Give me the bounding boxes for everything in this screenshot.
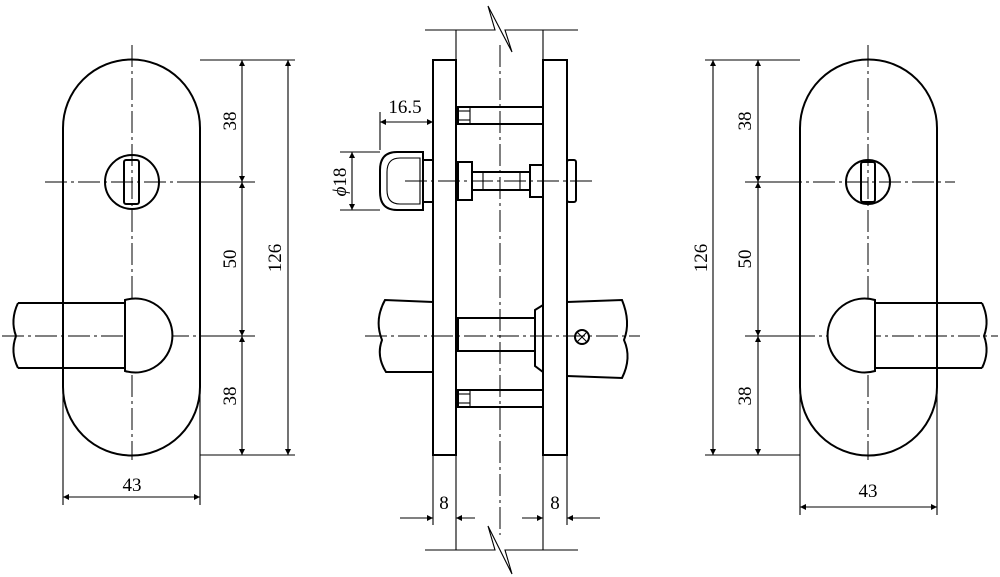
center-dim-plate-right: 8 bbox=[550, 493, 560, 514]
left-dim-bottom: 38 bbox=[220, 387, 241, 406]
door-section-lines bbox=[425, 5, 578, 575]
center-screws bbox=[457, 106, 544, 408]
right-view: 126 38 50 38 43 bbox=[691, 45, 998, 515]
left-view: 38 50 38 126 43 bbox=[2, 45, 295, 505]
diameter-symbol: ϕ bbox=[330, 186, 351, 196]
center-dim-diameter: 18 bbox=[330, 168, 351, 187]
center-thumbturn-spindle bbox=[405, 159, 595, 203]
right-dim-width: 43 bbox=[859, 481, 878, 502]
left-dim-top: 38 bbox=[220, 112, 241, 131]
center-dim-rod: 16.5 bbox=[388, 97, 421, 118]
right-lever-handle bbox=[826, 297, 988, 374]
center-plates bbox=[432, 59, 568, 456]
left-lever-handle bbox=[12, 297, 174, 374]
left-dim-width: 43 bbox=[123, 475, 142, 496]
right-dim-middle: 50 bbox=[735, 250, 756, 269]
center-dim-plate-left: 8 bbox=[439, 493, 449, 514]
right-dim-total: 126 bbox=[691, 244, 712, 273]
center-dimensions: 16.5 ϕ18 8 8 bbox=[330, 97, 600, 525]
left-dim-total: 126 bbox=[265, 244, 286, 273]
left-backplate bbox=[62, 58, 201, 457]
center-view: 16.5 ϕ18 8 8 bbox=[330, 5, 640, 575]
right-backplate bbox=[799, 58, 938, 457]
right-thumbturn bbox=[845, 159, 891, 205]
center-handles bbox=[365, 298, 640, 380]
center-dim-diameter-group: ϕ18 bbox=[330, 168, 351, 197]
right-center-lines bbox=[760, 45, 998, 460]
right-dim-bottom: 38 bbox=[735, 387, 756, 406]
right-dimensions: 126 38 50 38 43 bbox=[691, 59, 938, 515]
center-thumbturn-knob bbox=[379, 151, 433, 211]
left-keyhole bbox=[104, 154, 160, 210]
left-dimensions: 38 50 38 126 43 bbox=[62, 59, 295, 505]
left-dim-middle: 50 bbox=[220, 250, 241, 269]
left-center-lines bbox=[2, 45, 215, 460]
right-dim-top: 38 bbox=[735, 112, 756, 131]
